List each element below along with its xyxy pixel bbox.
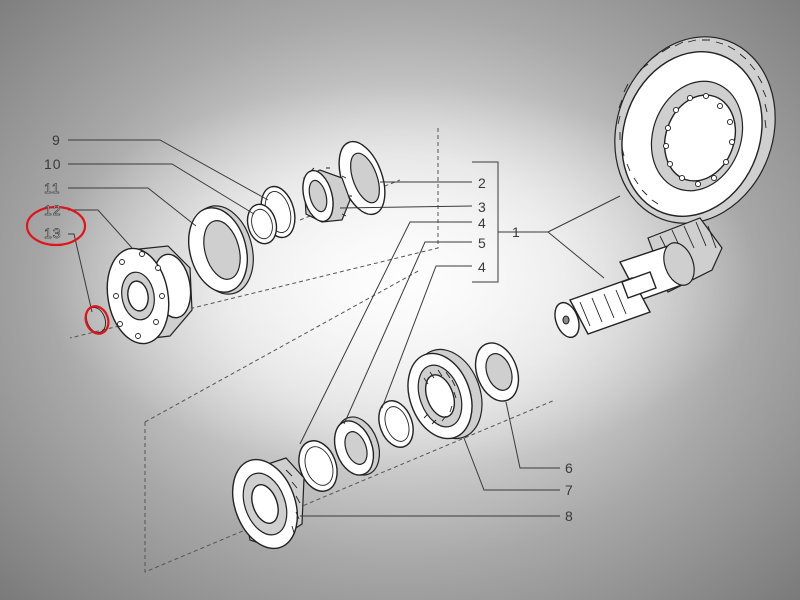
ring-gear [614,36,776,224]
ring-4-lower [298,440,338,492]
flange-12 [106,245,193,345]
part-label-11: 11 [44,180,61,196]
part-number-labels: 9 10 11 12 13 2 3 4 5 4 1 6 7 8 [44,132,574,524]
part-label-7: 7 [565,482,574,498]
pinion-shaft [554,217,723,339]
part-label-8: 8 [565,508,574,524]
part-label-12: 12 [44,202,62,218]
part-label-3: 3 [478,199,487,215]
ring-4-upper [378,400,414,448]
part-label-4-bottom: 4 [478,259,487,275]
part-label-5: 5 [478,235,487,251]
highlight-circle-label-13 [25,205,87,247]
seal-ring-11 [188,205,254,295]
washer-6 [474,342,520,402]
part-label-2: 2 [478,175,487,191]
part-label-4-top: 4 [478,215,487,231]
part-label-1: 1 [512,224,521,240]
ring-5 [333,416,381,476]
part-label-10: 10 [44,156,62,172]
bearing-8 [232,457,305,550]
slotted-nut-3 [302,167,352,223]
highlight-circle-part-13 [84,305,110,335]
o-ring-10 [246,203,278,245]
highlight-marks [25,205,110,335]
part-label-6: 6 [565,460,574,476]
leader-lines [68,139,621,517]
part-label-9: 9 [52,132,61,148]
bearing-7 [407,348,483,440]
part-label-13: 13 [44,225,62,241]
